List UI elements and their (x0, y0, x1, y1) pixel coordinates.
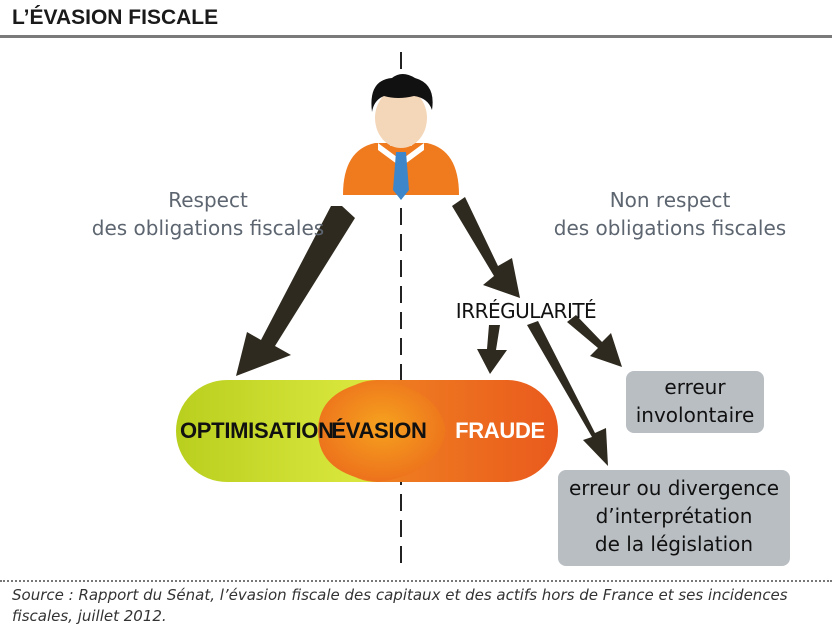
irregularite-label: IRRÉGULARITÉ (455, 299, 597, 323)
optimisation-label: OPTIMISATION (180, 418, 334, 443)
fraude-label: FRAUDE (455, 418, 545, 443)
respect-label: Respect des obligations fiscales (88, 186, 328, 242)
arrow-to-optimisation (236, 206, 355, 376)
non-respect-label-line1: Non respect (609, 188, 731, 212)
erreur-divergence-line3: de la législation (594, 532, 754, 556)
source-note: Source : Rapport du Sénat, l’évasion fis… (12, 586, 788, 625)
erreur-divergence-line2: d’interprétation (595, 504, 753, 528)
arrow-to-fraude (477, 325, 507, 374)
erreur-involontaire-line1: erreur (664, 375, 726, 399)
non-respect-label-line2: des obligations fiscales (553, 216, 787, 240)
title-divider (0, 35, 832, 38)
arrow-to-erreur-divergence (527, 321, 608, 466)
person-icon (343, 74, 459, 200)
page-title: L’ÉVASION FISCALE (12, 6, 219, 29)
arrows (236, 197, 622, 466)
erreur-involontaire-box: erreur involontaire (626, 371, 764, 433)
person-tie (393, 152, 409, 200)
source-divider (0, 580, 832, 582)
erreur-divergence-box: erreur ou divergence d’interprétation de… (558, 470, 790, 566)
person-face (375, 88, 427, 148)
respect-label-line2: des obligations fiscales (91, 216, 325, 240)
erreur-divergence-line1: erreur ou divergence (568, 476, 780, 500)
respect-label-line1: Respect (168, 188, 248, 212)
non-respect-label: Non respect des obligations fiscales (525, 186, 815, 242)
evasion-zone (318, 380, 446, 482)
arrow-to-irregularite (452, 197, 520, 298)
erreur-involontaire-line2: involontaire (635, 403, 755, 427)
person-hair (371, 74, 433, 112)
evasion-label: ÉVASION (331, 418, 427, 443)
arrow-to-erreur-involontaire (567, 315, 622, 367)
